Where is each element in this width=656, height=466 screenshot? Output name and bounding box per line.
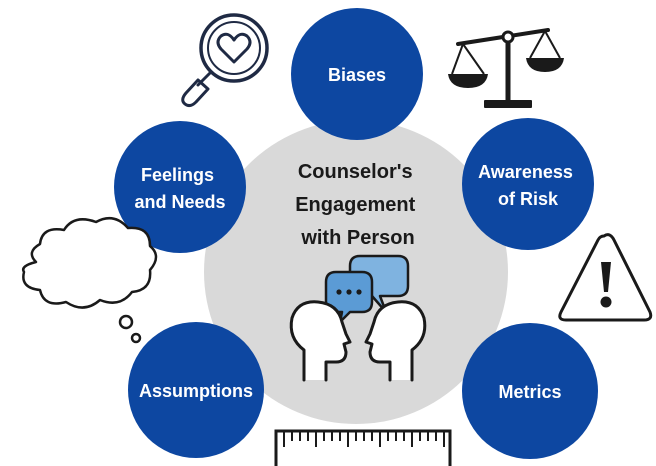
node-biases: Biases	[291, 8, 423, 140]
svg-text:Feelings and Needs: Feelings and Needs	[134, 165, 225, 212]
ruler-icon	[274, 429, 452, 466]
magnifier-heart-icon	[181, 13, 269, 108]
node-feelings-and-needs: Feelings and Needs	[114, 121, 246, 253]
balance-scale-icon	[448, 28, 564, 108]
two-heads-conversation-icon	[289, 254, 427, 382]
node-metrics-label: Metrics	[498, 382, 561, 402]
node-biases-label: Biases	[328, 65, 386, 85]
node-assumptions-label: Assumptions	[139, 381, 253, 401]
svg-text:Biases: Biases	[328, 65, 386, 85]
center-title-line-2: Engagement	[295, 194, 415, 216]
svg-text:Awareness of Risk: Awareness of Risk	[478, 162, 578, 209]
warning-triangle-icon	[558, 233, 653, 322]
node-assumptions: Assumptions	[128, 322, 264, 458]
node-feelings-label-line-2: and Needs	[134, 192, 225, 212]
thought-cloud-icon	[22, 216, 158, 344]
svg-text:Metrics: Metrics	[498, 382, 561, 402]
svg-text:Assumptions: Assumptions	[139, 381, 253, 401]
node-awareness-label-line-1: Awareness	[478, 162, 573, 182]
node-feelings-label-line-1: Feelings	[141, 165, 214, 185]
node-awareness-label-line-2: of Risk	[498, 189, 559, 209]
center-title: Counselor's Engagement with Person	[295, 161, 421, 249]
node-awareness-of-risk: Awareness of Risk	[462, 118, 594, 250]
center-title-line-1: Counselor's	[298, 161, 413, 183]
node-metrics: Metrics	[462, 323, 598, 459]
center-title-line-3: with Person	[300, 227, 414, 249]
